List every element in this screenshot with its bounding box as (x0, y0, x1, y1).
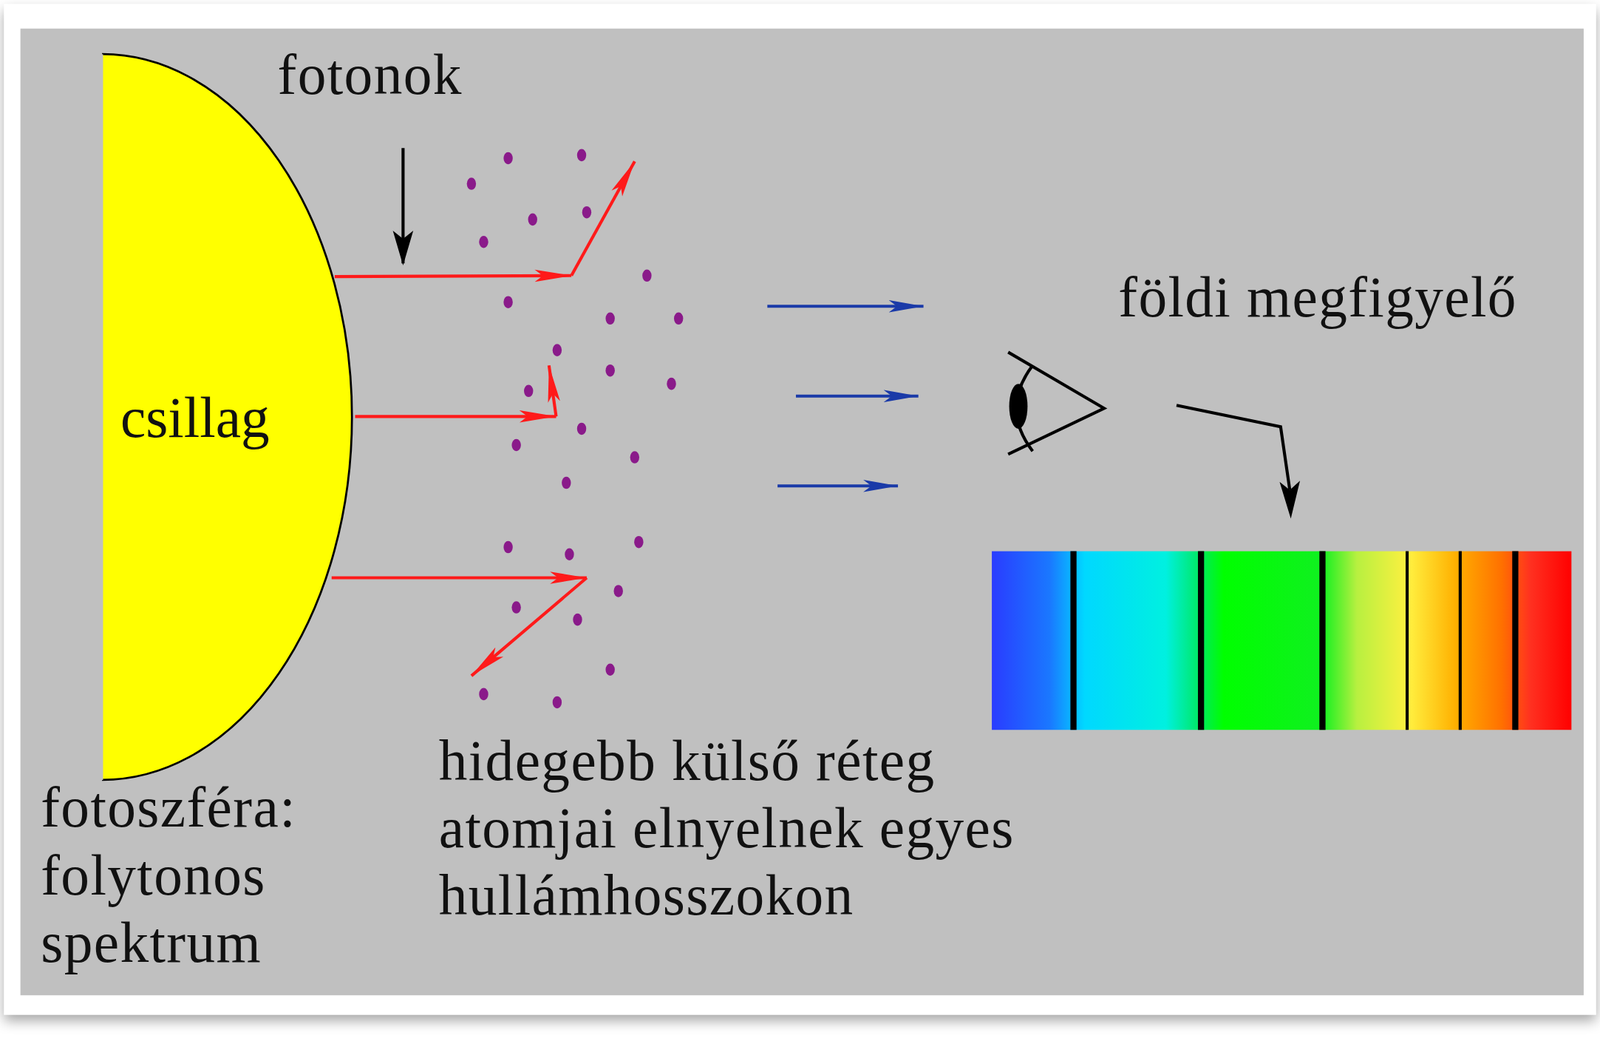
atom-dot (630, 450, 640, 464)
label-text: hidegebb külső réteg atomjai elnyelnek e… (438, 726, 1021, 929)
absorption-line (1512, 551, 1518, 731)
leader-line (1176, 404, 1290, 490)
atom-dot (582, 206, 592, 219)
outgoing-light (767, 305, 924, 486)
eye-outline (1008, 351, 1105, 454)
layer-note: hidegebb külső réteg atomjai elnyelnek e… (438, 726, 1021, 929)
atom-dot (503, 295, 513, 309)
photon-paths (331, 161, 635, 676)
absorption-spectrum (991, 551, 1572, 731)
star-body (101, 53, 352, 780)
atom-dot (614, 584, 624, 598)
atoms (467, 149, 684, 709)
star-label: csillag (120, 384, 270, 450)
photosphere-label: fotoszféra: folytonos spektrum (40, 773, 337, 976)
absorption-lines (1073, 551, 1516, 731)
atom-dot (503, 540, 513, 554)
photon-ray (471, 577, 587, 676)
atom-dot (564, 547, 574, 561)
photon-ray (354, 414, 556, 418)
label-text: fotoszféra: folytonos spektrum (40, 773, 337, 976)
atom-dot (503, 152, 513, 165)
light-arrow (777, 484, 898, 488)
absorption-line (1197, 551, 1204, 731)
photon-ray (571, 161, 635, 276)
light-arrow (767, 304, 924, 308)
star-shape: csillag (101, 53, 355, 781)
light-arrow (795, 394, 919, 398)
frame (4, 4, 1597, 1015)
label-text: földi megfigyelő (1118, 263, 1578, 331)
panel (20, 28, 1584, 996)
atom-dot (561, 476, 571, 490)
eye-pupil (1009, 383, 1028, 429)
observer-label: földi megfigyelő (1118, 263, 1578, 331)
absorption-line (1319, 551, 1326, 731)
atom-dot (511, 438, 521, 452)
photon-ray (334, 275, 572, 277)
atom-dot (478, 688, 488, 701)
atom-dot (577, 149, 587, 162)
atom-dot (528, 213, 538, 227)
absorption-line (1070, 551, 1077, 731)
arrow-head (1279, 480, 1300, 519)
atom-dot (467, 177, 476, 190)
atom-dot (511, 600, 521, 614)
atom-dot (523, 385, 533, 398)
photon-label: fotonok (277, 40, 544, 108)
atom-dot (605, 364, 615, 377)
arrow-head (393, 230, 414, 266)
photon-ray (331, 575, 587, 579)
label-text: fotonok (277, 40, 544, 108)
eye-symbol (1008, 351, 1105, 454)
atom-dot (552, 696, 562, 709)
atom-dot (666, 377, 676, 391)
atom-dot (634, 535, 643, 549)
atom-dot (572, 613, 582, 626)
star-edge (101, 53, 104, 780)
atom-dot (577, 422, 587, 436)
atom-dot (642, 269, 652, 283)
atom-dot (605, 662, 615, 676)
atom-dot (478, 235, 488, 249)
photon-ray (549, 365, 557, 417)
absorption-line (1405, 551, 1409, 731)
atom-dot (673, 312, 683, 326)
atom-dot (605, 312, 615, 326)
atom-dot (552, 343, 562, 357)
absorption-line (1458, 551, 1462, 731)
